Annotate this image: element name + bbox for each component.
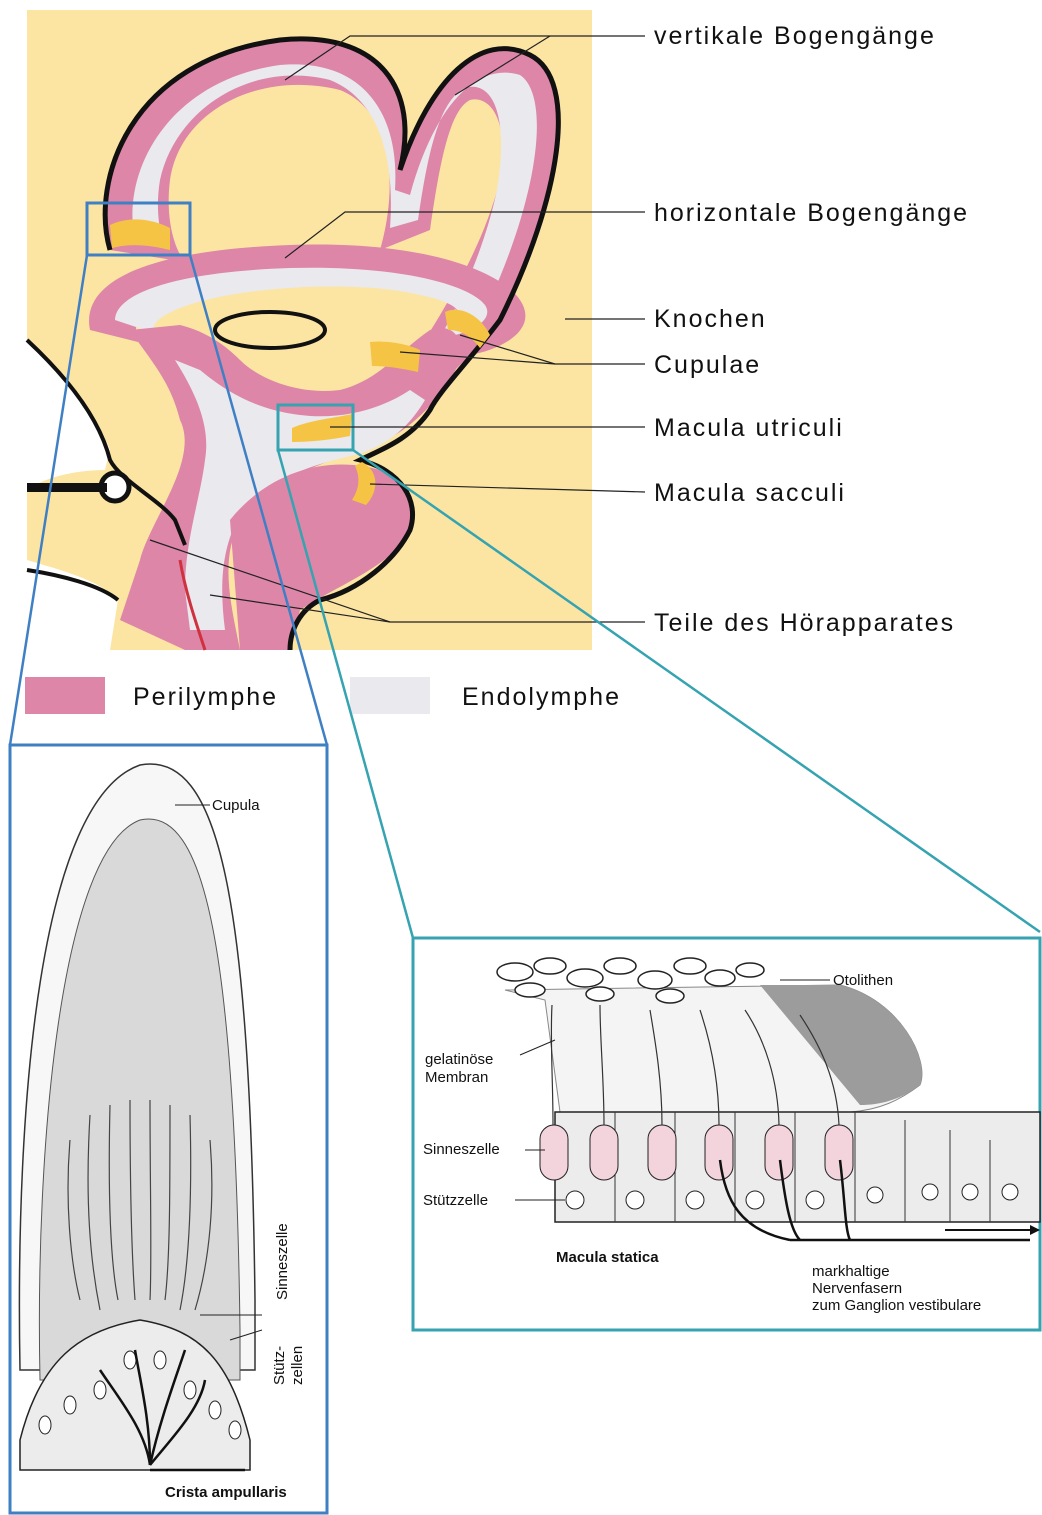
macula-label-sinneszelle: Sinneszelle [423,1141,500,1158]
label-teile: Teile des Hörapparates [654,609,955,637]
label-cupulae: Cupulae [654,351,761,379]
legend-endolymphe-swatch [350,677,430,714]
macula-label-nerv-1: markhaltige [812,1263,890,1280]
macula-inset: Otolithen gelatinöse Membran Sinneszelle… [413,938,1040,1330]
crista-label-sinneszelle: Sinneszelle [274,1223,291,1300]
main-labels: vertikale Bogengänge horizontale Bogengä… [654,22,969,637]
crista-label-stuetz-2: zellen [289,1346,306,1385]
stapes [27,483,107,492]
label-macula-utriculi: Macula utriculi [654,414,844,442]
legend: Perilymphe Endolymphe [25,677,621,714]
macula-label-stuetzzelle: Stützzelle [423,1192,488,1209]
macula-label-nerv-2: Nervenfasern [812,1280,902,1297]
macula-label-gelatinoese-1: gelatinöse [425,1051,493,1068]
crista-inset: Cupula Sinneszelle Stütz- zellen Crista … [10,745,327,1513]
legend-perilymphe-label: Perilymphe [133,683,278,711]
label-macula-sacculi: Macula sacculi [654,479,846,507]
crista-caption: Crista ampullaris [165,1484,287,1501]
labyrinth-illustration [27,10,592,650]
macula-label-otolithen: Otolithen [833,972,893,989]
label-knochen: Knochen [654,305,767,333]
macula-label-nerv-3: zum Ganglion vestibulare [812,1297,981,1314]
horizontal-canal-lumen [215,312,325,348]
crista-label-cupula: Cupula [212,797,260,814]
label-horizontale: horizontale Bogengänge [654,199,969,227]
macula-label-gelatinoese-2: Membran [425,1069,488,1086]
macula-projection-right [353,450,1040,932]
crista-label-stuetz-1: Stütz- [271,1346,288,1385]
legend-endolymphe-label: Endolymphe [462,683,621,711]
label-vertikale: vertikale Bogengänge [654,22,936,50]
macula-caption: Macula statica [556,1249,659,1266]
legend-perilymphe-swatch [25,677,105,714]
